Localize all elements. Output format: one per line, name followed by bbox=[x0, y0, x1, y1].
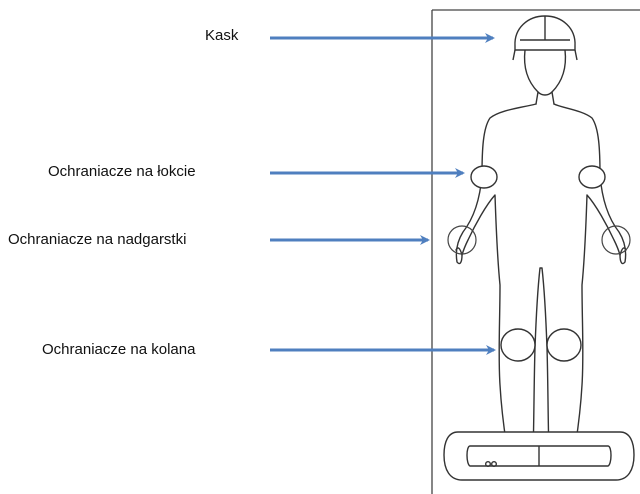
head bbox=[525, 50, 566, 95]
body-outline bbox=[456, 104, 625, 456]
knee-pads bbox=[501, 329, 581, 361]
helmet-icon bbox=[513, 16, 577, 60]
neck bbox=[536, 92, 554, 104]
wrist-guards bbox=[448, 226, 630, 254]
right-wrist-guard bbox=[602, 226, 630, 254]
elbow-pads bbox=[471, 166, 605, 188]
right-elbow-pad bbox=[579, 166, 605, 188]
left-knee-pad bbox=[501, 329, 535, 361]
right-knee-pad bbox=[547, 329, 581, 361]
left-wrist-guard bbox=[448, 226, 476, 254]
arrows bbox=[270, 38, 494, 350]
left-elbow-pad bbox=[471, 166, 497, 188]
hoverboard-icon bbox=[444, 432, 634, 480]
person-outline bbox=[456, 50, 626, 456]
